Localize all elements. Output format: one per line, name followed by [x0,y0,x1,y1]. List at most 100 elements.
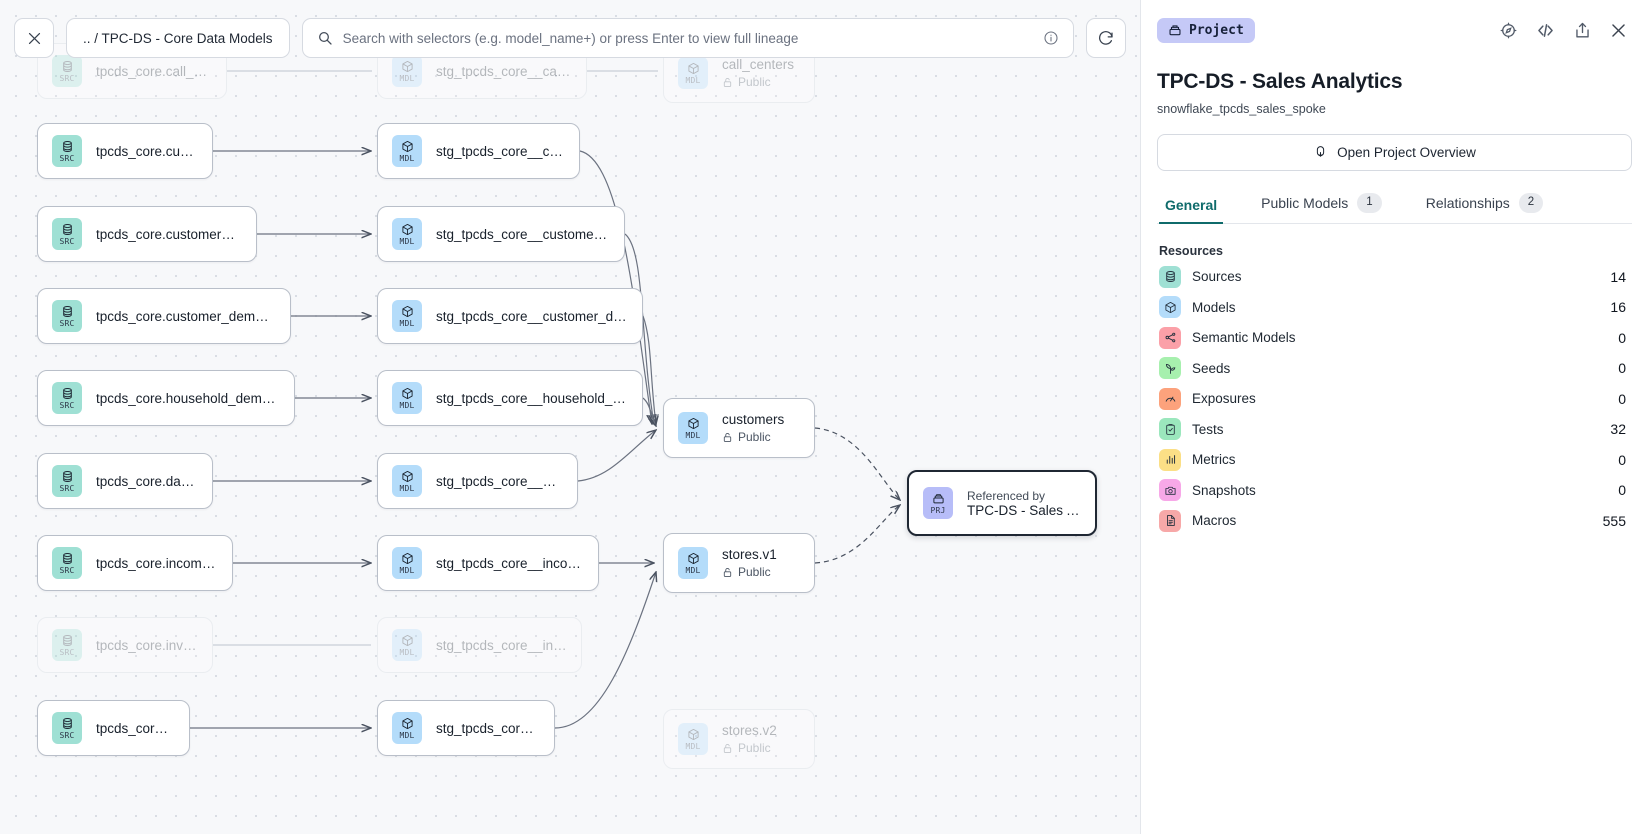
node-label: stg_tpcds_core__household_demogr… [436,390,628,406]
resource-name: Exposures [1192,391,1256,407]
code-icon[interactable] [1535,20,1556,41]
close-panel-icon[interactable] [1609,21,1628,40]
mdl-badge: MDL [678,57,708,89]
src-glyph-icon [61,552,74,565]
breadcrumb[interactable]: .. / TPC-DS - Core Data Models [66,18,290,58]
resource-count: 16 [1610,299,1626,316]
src-badge: SRC [52,300,82,332]
src-badge: SRC [52,55,82,87]
node-texts: tpcds_core.call_center [96,64,212,79]
mdl-glyph-icon [401,223,414,236]
node-type-tag: SRC [59,730,75,740]
src-glyph-icon [61,60,74,73]
search-bar[interactable] [301,18,1074,58]
search-input[interactable] [342,30,1033,46]
close-graph-button[interactable] [14,18,54,58]
resource-count: 0 [1618,360,1626,377]
page-subtitle: snowflake_tpcds_sales_spoke [1157,102,1326,116]
src-glyph-icon [61,717,74,730]
tab-count-badge: 2 [1518,193,1544,213]
mdl-glyph-icon [687,728,700,741]
open-project-overview-button[interactable]: Open Project Overview [1157,134,1632,171]
lineage-node[interactable]: MDL stg_tpcds_core__household_demogr… [377,370,643,426]
mdl-badge: MDL [392,629,422,661]
info-icon[interactable] [1043,30,1059,46]
mdl-glyph-icon [687,417,700,430]
lock-icon [722,432,733,443]
database-icon [1159,265,1181,288]
node-label: stg_tpcds_core__date_dim [436,473,563,489]
node-texts: stg_tpcds_core__customer [436,144,565,159]
node-type-tag: MDL [399,400,415,410]
node-type-tag: MDL [399,647,415,657]
node-label: stores.v1 [722,547,777,562]
lock-icon [722,77,733,88]
compass-icon[interactable] [1499,21,1518,40]
mdl-badge: MDL [392,55,422,87]
lineage-node[interactable]: MDLstg_tpcds_core__customer_demogra… [377,288,643,344]
tab-general[interactable]: General [1159,197,1224,224]
mdl-glyph-icon [401,634,414,647]
node-label: customers [722,412,785,427]
node-type-tag: MDL [399,730,415,740]
lock-icon [722,743,733,754]
resource-type-pill[interactable]: Project [1157,17,1255,43]
node-texts: stg_tpcds_core__income_band [436,556,584,571]
resource-count: 0 [1618,329,1626,346]
mdl-badge: MDL [678,547,708,579]
lineage-node[interactable]: SRC tpcds_core.store [37,700,190,756]
resource-name: Macros [1192,513,1237,529]
resource-type-label: Project [1189,22,1244,38]
node-type-tag: SRC [59,483,75,493]
src-glyph-icon [61,387,74,400]
node-texts: tpcds_core.customer_demographics [96,309,276,324]
lineage-node[interactable]: SRC tpcds_core.date_dim [37,453,213,509]
node-type-tag: PRJ [930,505,946,515]
src-badge: SRC [52,465,82,497]
project-icon [1168,23,1182,37]
lineage-canvas[interactable]: SRCtpcds_core.call_centerMDLstg_tpcds_co… [0,0,1140,834]
share-icon[interactable] [1573,21,1592,40]
node-texts: tpcds_core.store [96,721,175,736]
refresh-button[interactable] [1086,18,1126,58]
open-project-overview-label: Open Project Overview [1337,145,1476,160]
src-badge: SRC [52,382,82,414]
node-visibility: Public [722,565,777,579]
tab-label: Public Models [1261,194,1349,211]
node-kicker: Referenced by [967,488,1046,503]
lineage-node[interactable]: SRC tpcds_core.customer_demographics [37,288,291,344]
resource-name: Sources [1192,269,1242,285]
node-type-tag: SRC [59,647,75,657]
node-label: tpcds_core.date_dim [96,473,198,489]
